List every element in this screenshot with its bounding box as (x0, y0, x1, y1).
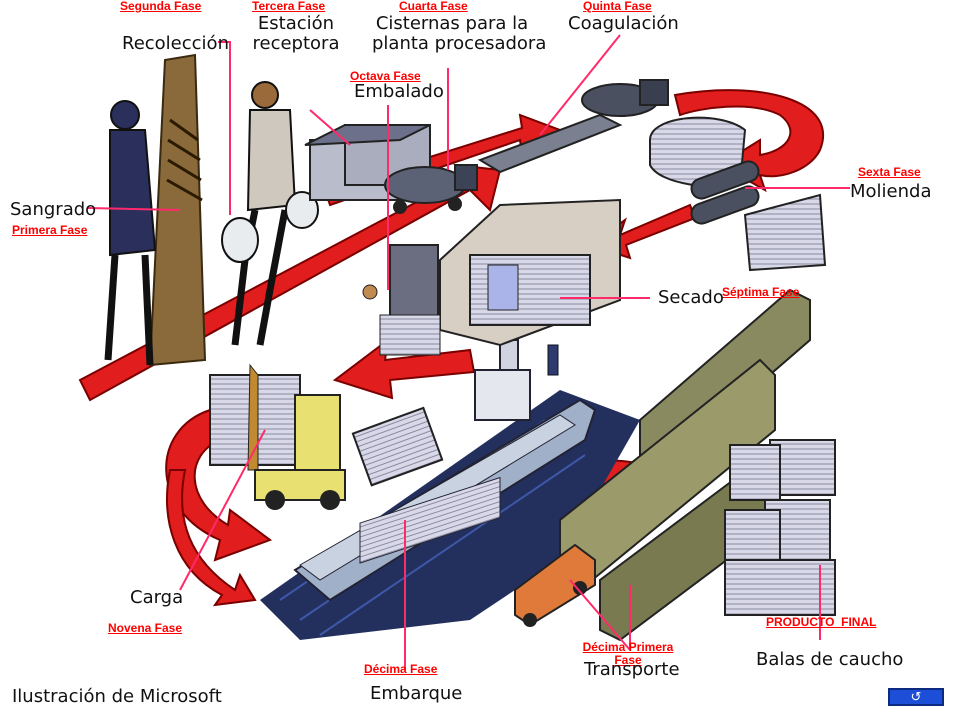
step-label-recoleccion: Recolección (122, 33, 229, 54)
forklift (209, 363, 346, 510)
leader-transporte (569, 579, 631, 651)
step-label-coagulacion: Coagulación (568, 13, 679, 34)
worker-tapping (104, 100, 157, 366)
phase-label-septima: Séptima Fase (722, 285, 800, 299)
phase-label-octava: Octava Fase (350, 69, 421, 83)
loaded-bales-stack (351, 406, 444, 487)
phase-label-primera: Primera Fase (12, 223, 88, 237)
drying-house (439, 198, 621, 347)
step-label-embarque: Embarque (370, 683, 463, 704)
return-button[interactable]: ↺ (888, 688, 944, 706)
phase-label-novena: Novena Fase (108, 621, 183, 635)
step-label-cisternas-line1: Cisternas para la (375, 13, 529, 34)
step-label-sangrado: Sangrado (10, 199, 97, 220)
return-arrow-icon: ↺ (910, 689, 922, 704)
phase-label-decima-primera-line2: Fase (614, 653, 642, 667)
microsoft-credit: Ilustración de Microsoft (12, 686, 222, 707)
leader-lines (87, 34, 850, 670)
phase-label-decima-primera-line1: Décima Primera (582, 640, 674, 654)
leader-coagulacion (539, 34, 621, 136)
worker-collecting (221, 81, 319, 346)
transport-truck (514, 543, 596, 627)
leader-recoleccion (218, 41, 231, 215)
phase-label-quinta: Quinta Fase (583, 0, 652, 13)
step-label-balas: Balas de caucho (756, 649, 904, 670)
arrow-curl-right (673, 89, 824, 193)
leader-carga (179, 429, 266, 591)
step-label-transporte: Transporte (584, 659, 680, 680)
phase-label-segunda: Segunda Fase (120, 0, 202, 13)
arrow-loop-carga (165, 408, 273, 562)
arrow-loop-lower (166, 469, 257, 607)
step-label-cisternas-line2: planta procesadora (372, 33, 547, 54)
phase-label-sexta: Sexta Fase (858, 165, 921, 179)
phase-label-producto-final: PRODUCTO FINAL (766, 615, 877, 629)
step-label-carga: Carga (130, 587, 184, 608)
phase-label-decima: Décima Fase (364, 662, 438, 676)
step-label-estacion-line2: receptora (252, 33, 340, 54)
step-label-estacion: Estación receptora (250, 14, 342, 54)
phase-label-cuarta: Cuarta Fase (399, 0, 468, 13)
milling-rollers (649, 116, 827, 272)
leader-sangrado (87, 207, 181, 211)
phase-label-tercera: Tercera Fase (252, 0, 326, 13)
step-label-secado: Secado (658, 287, 724, 308)
baling-station (362, 244, 441, 356)
leader-estacion (309, 109, 351, 146)
phase-label-decima-primera: Décima Primera Fase (576, 641, 680, 667)
coagulation-tanks (477, 79, 669, 174)
step-label-embalado: Embalado (354, 81, 444, 102)
tanker-truck (384, 164, 478, 214)
final-rubber-bales (724, 439, 836, 616)
step-label-cisternas: Cisternas para la planta procesadora (372, 13, 547, 54)
step-label-estacion-line1: Estación (257, 13, 335, 34)
step-label-molienda: Molienda (850, 181, 932, 202)
freight-train (559, 288, 811, 642)
